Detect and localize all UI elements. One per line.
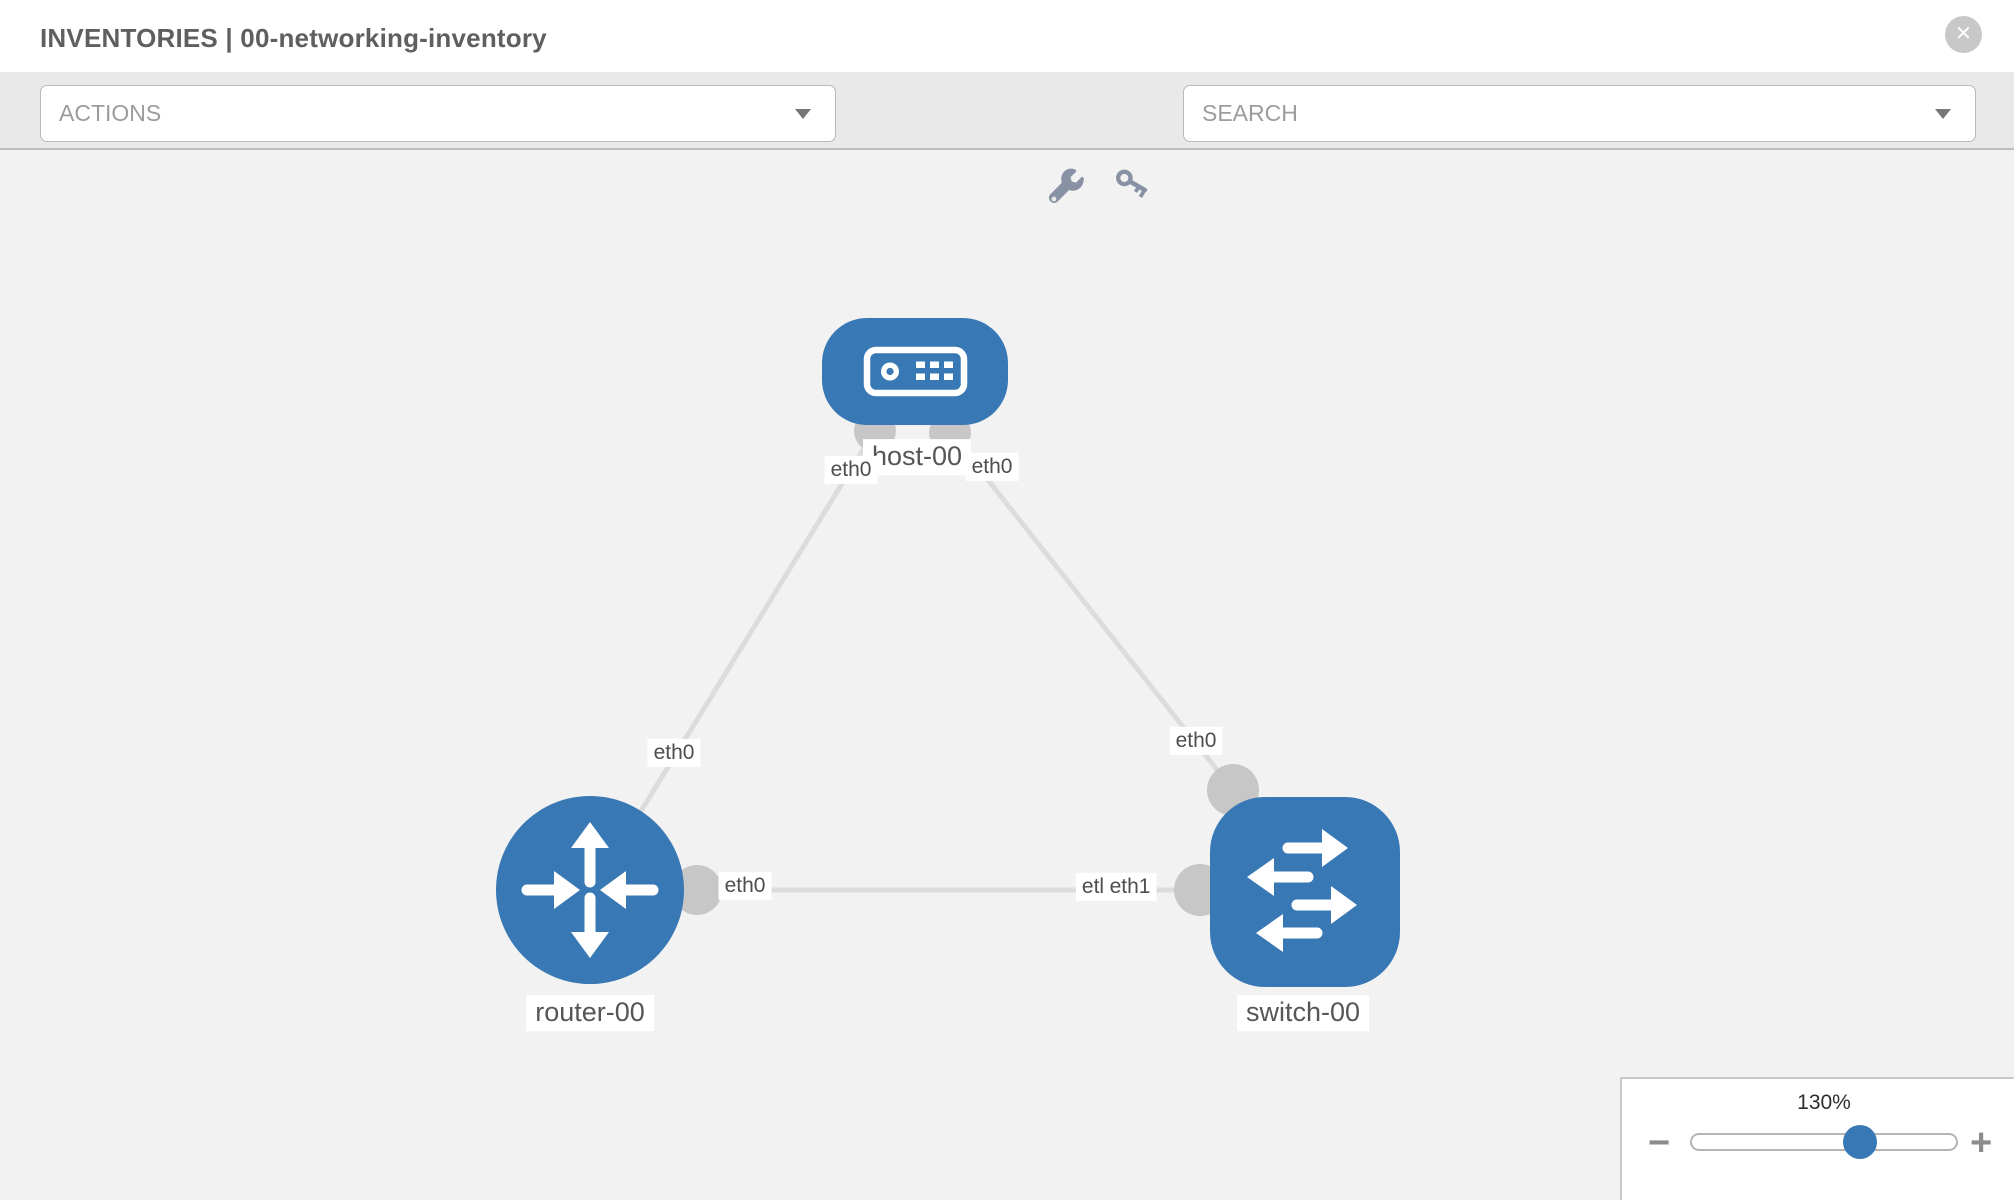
- node-host[interactable]: [822, 318, 1008, 425]
- interface-label: eth0: [824, 455, 878, 485]
- zoom-slider-track[interactable]: [1690, 1133, 1958, 1151]
- link-host-router: [619, 428, 878, 844]
- interface-ports: [672, 410, 1259, 916]
- links: [619, 428, 1235, 893]
- interface-label: eth0: [718, 871, 772, 901]
- zoom-in-icon[interactable]: +: [1970, 1122, 1993, 1164]
- search-dropdown-label: SEARCH: [1202, 100, 1298, 126]
- interface-label: eth0: [965, 452, 1019, 482]
- caret-down-icon: [1935, 109, 1951, 119]
- node-label-router: router-00: [526, 995, 654, 1031]
- zoom-slider-thumb[interactable]: [1843, 1125, 1877, 1159]
- interface-label: eth0: [1169, 726, 1223, 756]
- node-switch[interactable]: [1210, 797, 1400, 987]
- interface-label: eth1: [1103, 872, 1157, 902]
- node-label-switch: switch-00: [1236, 995, 1370, 1031]
- close-icon[interactable]: ✕: [1945, 16, 1982, 53]
- toolbar: ACTIONS SEARCH: [0, 72, 2014, 203]
- key-icon[interactable]: [1112, 169, 1150, 212]
- interface-label: eth0: [647, 738, 701, 768]
- wrench-icon[interactable]: [1047, 168, 1085, 211]
- port-router-right: [672, 865, 722, 915]
- topology-canvas[interactable]: [0, 150, 2014, 1200]
- node-label-host: host-00: [862, 439, 972, 475]
- node-router[interactable]: [496, 796, 684, 984]
- server-icon: [863, 346, 968, 397]
- search-dropdown[interactable]: SEARCH: [1183, 85, 1976, 142]
- page-title: INVENTORIES | 00-networking-inventory: [40, 23, 547, 53]
- zoom-out-icon[interactable]: −: [1648, 1122, 1671, 1164]
- actions-dropdown[interactable]: ACTIONS: [40, 85, 836, 142]
- zoom-level: 130%: [1797, 1091, 1851, 1114]
- header-bar: INVENTORIES | 00-networking-inventory ✕: [0, 0, 2014, 72]
- caret-down-icon: [795, 109, 811, 119]
- router-icon: [521, 822, 659, 958]
- actions-dropdown-label: ACTIONS: [59, 100, 162, 126]
- switch-icon: [1247, 829, 1357, 952]
- zoom-panel: 130% − +: [1620, 1077, 2014, 1200]
